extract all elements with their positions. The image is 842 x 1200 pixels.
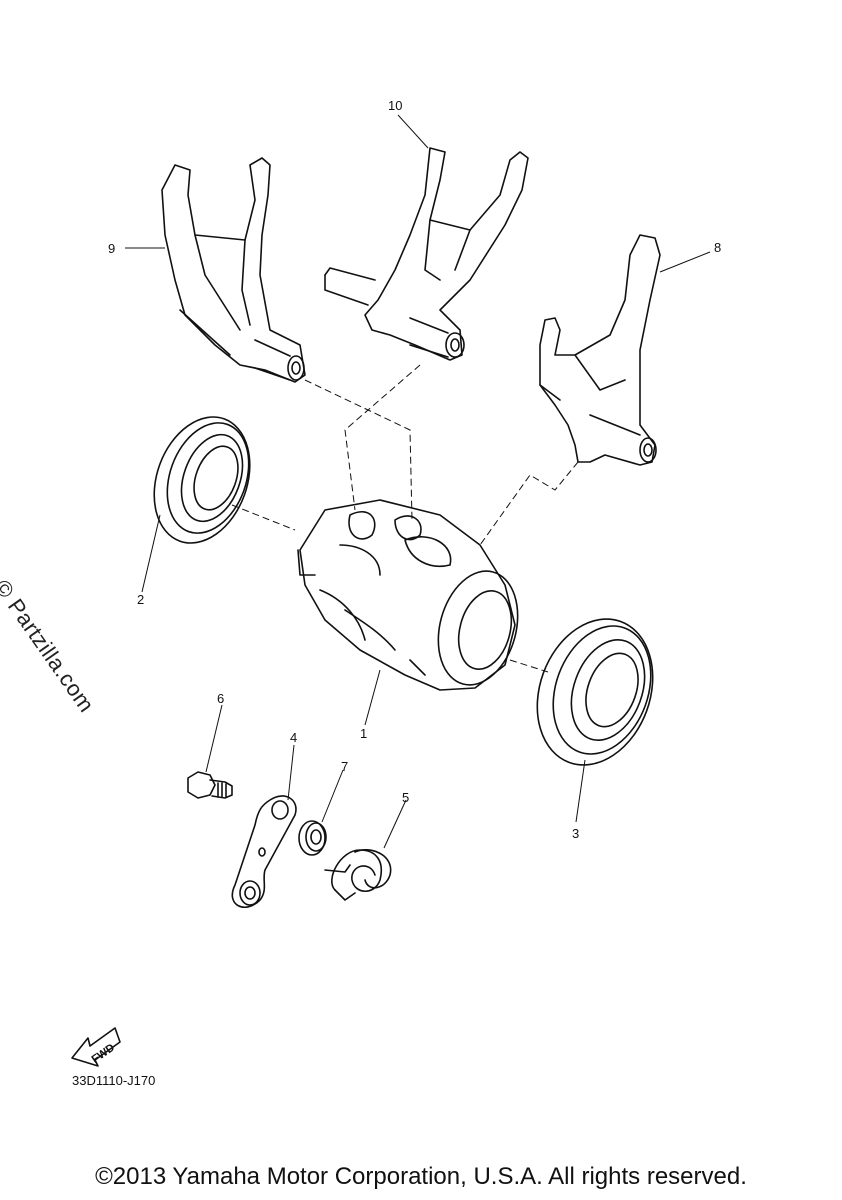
shift-fork-8: [539, 234, 661, 466]
leader-lines: [125, 114, 711, 849]
callout-3: 3: [572, 826, 579, 841]
shift-fork-10: [324, 147, 529, 361]
bearing-2: [153, 416, 251, 544]
callout-10: 10: [388, 98, 402, 113]
callout-5: 5: [402, 790, 409, 805]
callout-8: 8: [714, 240, 721, 255]
callout-6: 6: [217, 691, 224, 706]
assembly-lines: [231, 364, 579, 673]
collar-7: [298, 820, 327, 856]
callout-1: 1: [360, 726, 367, 741]
shift-drum-1: [297, 499, 519, 691]
shift-fork-9: [161, 157, 306, 383]
callout-2: 2: [137, 592, 144, 607]
diagram-code: 33D1110-J170: [72, 1073, 156, 1088]
fwd-label: FWD: [90, 1042, 117, 1066]
copyright-notice: ©2013 Yamaha Motor Corporation, U.S.A. A…: [95, 1163, 747, 1190]
spring-5: [324, 848, 392, 901]
callout-9: 9: [108, 241, 115, 256]
bolt-6: [187, 771, 233, 799]
stopper-lever-4: [231, 795, 297, 909]
bearing-3: [536, 618, 654, 766]
callout-numbers: 10 9 8 1 3 2 6 4 7 5 FWD: [90, 98, 722, 1066]
callout-4: 4: [290, 730, 297, 745]
fwd-arrow-icon: [71, 1027, 121, 1067]
callout-7: 7: [341, 759, 348, 774]
